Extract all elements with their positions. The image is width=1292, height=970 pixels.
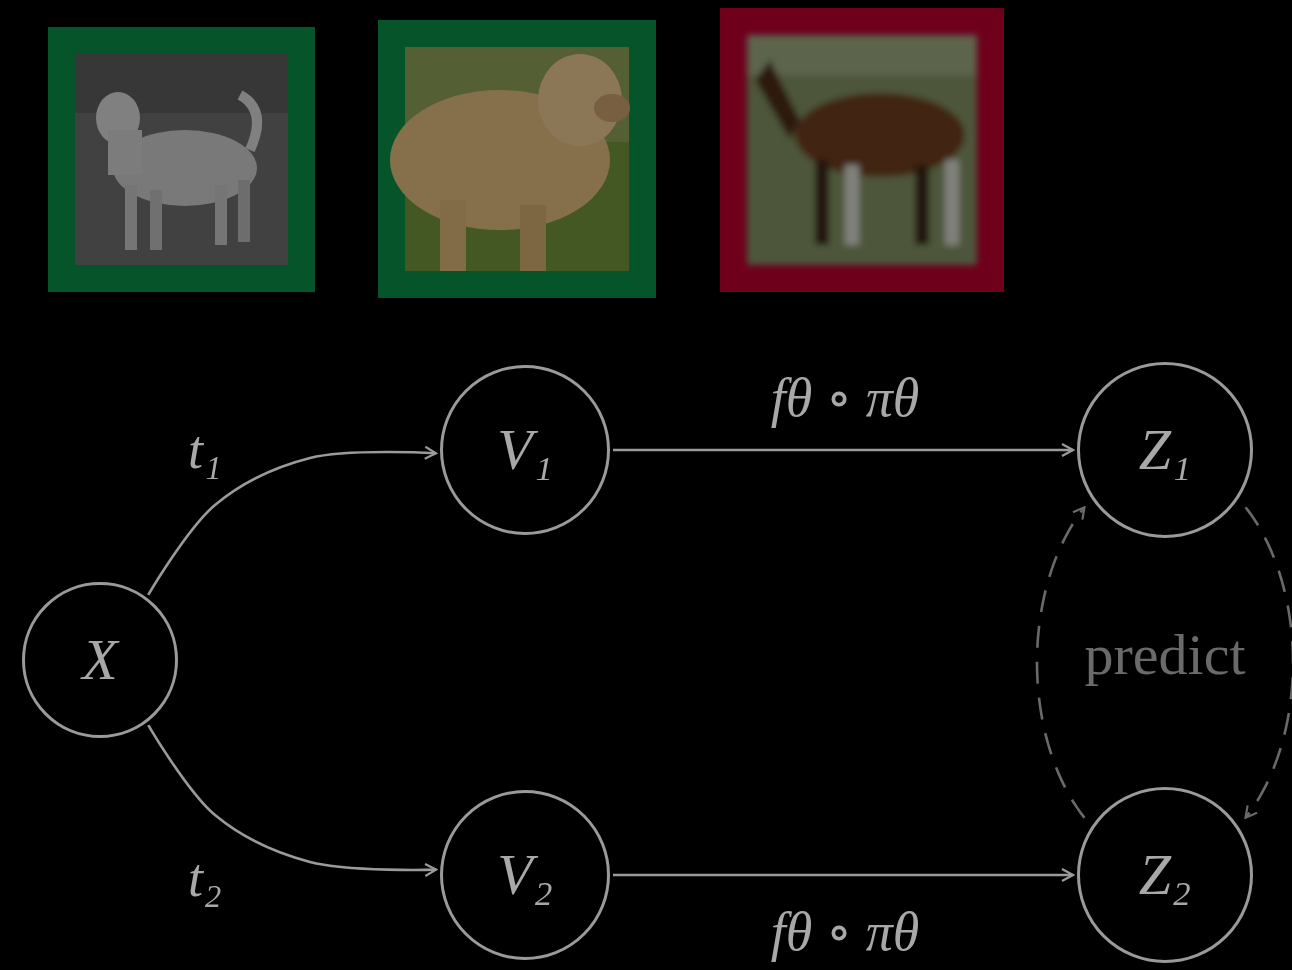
transform-arrow — [613, 874, 1073, 877]
variable-circle: V₁ — [440, 365, 610, 535]
predict-arc — [1246, 507, 1292, 817]
predict-arc — [1037, 507, 1084, 817]
color-dog-thumbnail — [378, 20, 656, 298]
edge-label: t₂ — [182, 849, 228, 907]
variable-circle: Z₁ — [1077, 362, 1253, 538]
horse-thumbnail — [720, 8, 1004, 292]
edge-label: fθ ∘ πθ — [765, 903, 926, 961]
variable-name: Z₂ — [1139, 846, 1191, 904]
predict-label: predict — [1080, 626, 1249, 684]
variable-circle: V₂ — [440, 790, 610, 960]
edge-label: fθ ∘ πθ — [765, 369, 926, 427]
variable-name: V₁ — [497, 421, 553, 479]
variable-name: V₂ — [497, 846, 553, 904]
transform-arrow — [613, 449, 1073, 452]
variable-circle: Z₂ — [1077, 787, 1253, 963]
edge-label: t₁ — [182, 421, 228, 479]
variable-circle: X — [22, 582, 178, 738]
variable-name: Z₁ — [1139, 421, 1191, 479]
gray-dog-thumbnail — [48, 27, 315, 292]
variable-name: X — [82, 631, 117, 689]
